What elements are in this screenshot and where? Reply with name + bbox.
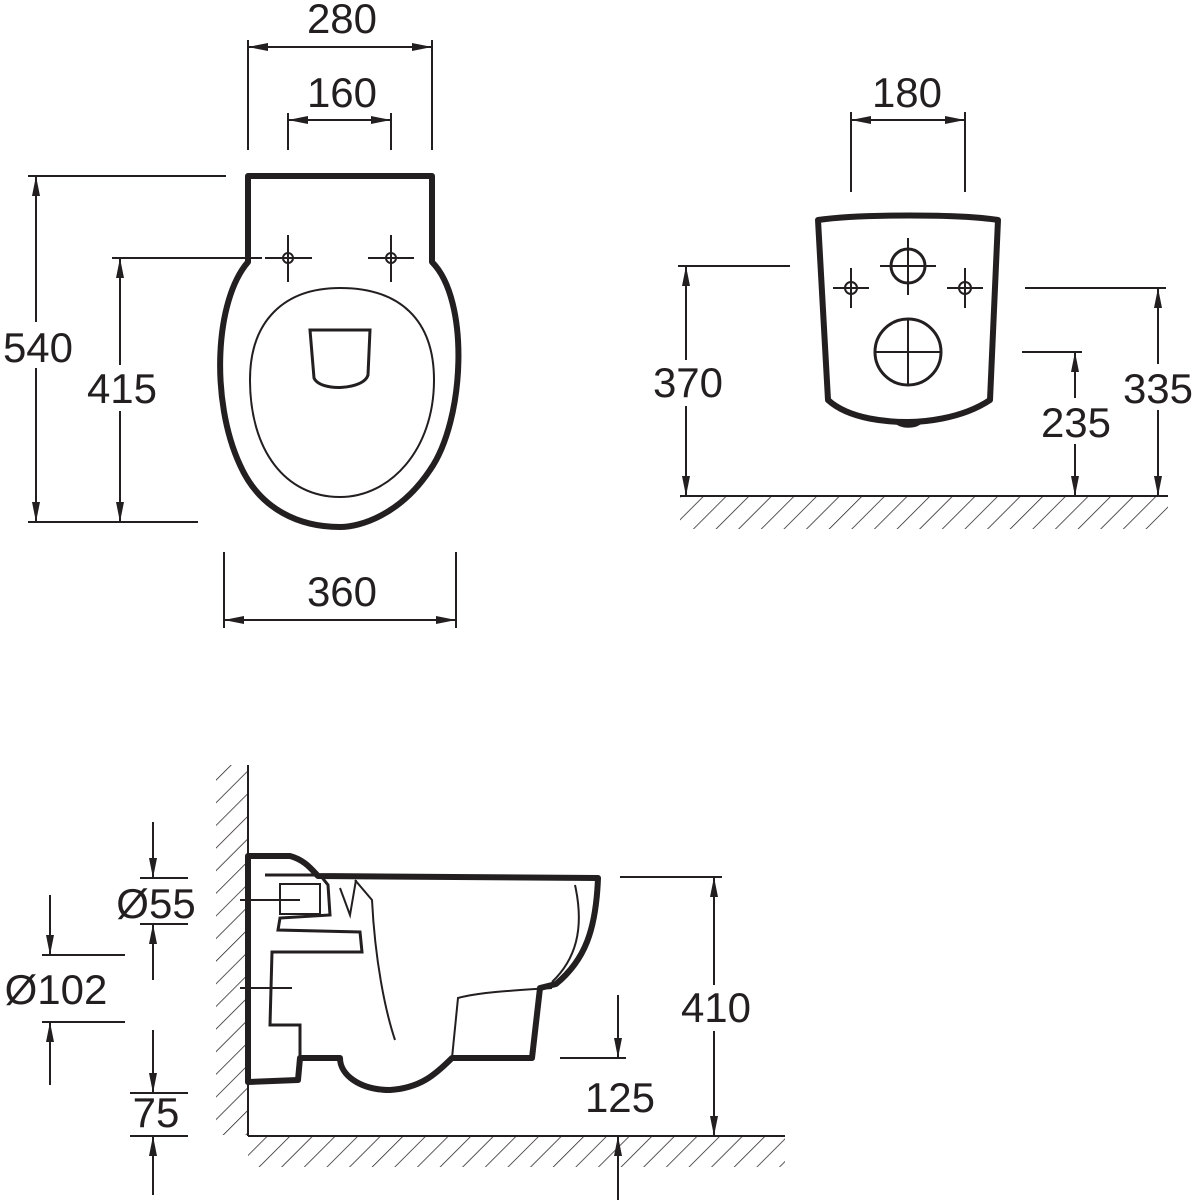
outlet-hole bbox=[873, 317, 943, 387]
dimension-335: 335 bbox=[1025, 287, 1197, 496]
dimension-360: 360 bbox=[223, 552, 457, 628]
floor-hatch bbox=[248, 1137, 785, 1167]
lid-outline bbox=[308, 328, 372, 389]
dim-415: 415 bbox=[87, 365, 157, 412]
dimension-280: 280 bbox=[247, 0, 433, 150]
bowl-inner bbox=[451, 987, 553, 1059]
dimension-540: 540 bbox=[0, 175, 226, 523]
dim-diameter-55: Ø55 bbox=[116, 880, 195, 927]
dimension-180: 180 bbox=[850, 69, 966, 192]
wall-hatch bbox=[216, 765, 248, 1135]
dimension-125: 125 bbox=[560, 995, 655, 1200]
dim-180: 180 bbox=[872, 69, 942, 116]
toilet-outline-rear bbox=[815, 212, 1001, 425]
toilet-outline-top bbox=[217, 173, 462, 530]
side-view: Ø55 Ø102 75 410 125 bbox=[5, 765, 785, 1200]
seat-outline bbox=[248, 286, 436, 499]
fixing-hole-right bbox=[947, 268, 983, 308]
dim-235: 235 bbox=[1041, 399, 1111, 446]
dim-75: 75 bbox=[133, 1089, 180, 1136]
rim-inner bbox=[551, 884, 580, 983]
dim-280: 280 bbox=[307, 0, 377, 42]
dim-410: 410 bbox=[681, 984, 751, 1031]
dimension-235: 235 bbox=[1022, 351, 1116, 496]
dimension-370: 370 bbox=[648, 265, 790, 496]
outlet-spigot bbox=[893, 419, 924, 428]
internal-pipework bbox=[265, 873, 364, 1058]
dim-335: 335 bbox=[1123, 365, 1193, 412]
fixing-hole-right bbox=[368, 235, 414, 282]
dimension-410: 410 bbox=[620, 876, 756, 1136]
dimension-415: 415 bbox=[80, 257, 262, 522]
inlet-hole bbox=[880, 238, 936, 295]
dimension-diameter-102: Ø102 bbox=[5, 895, 125, 1085]
dimension-diameter-55: Ø55 bbox=[116, 822, 196, 980]
dim-370: 370 bbox=[653, 359, 723, 406]
dimension-160: 160 bbox=[287, 69, 392, 150]
dimension-75: 75 bbox=[130, 1030, 188, 1195]
top-view: 280 160 540 415 360 bbox=[0, 0, 462, 628]
inlet-detail bbox=[339, 879, 357, 919]
fixing-hole-left bbox=[265, 235, 312, 282]
dim-360: 360 bbox=[307, 568, 377, 615]
dim-diameter-102: Ø102 bbox=[5, 966, 108, 1013]
dim-160: 160 bbox=[307, 69, 377, 116]
flush-channel bbox=[354, 879, 396, 1041]
floor-hatch bbox=[680, 497, 1168, 529]
fixing-hole-left bbox=[833, 268, 869, 308]
dim-125: 125 bbox=[585, 1074, 655, 1121]
rear-view: 180 370 235 335 bbox=[648, 69, 1197, 529]
dim-540: 540 bbox=[3, 324, 73, 371]
